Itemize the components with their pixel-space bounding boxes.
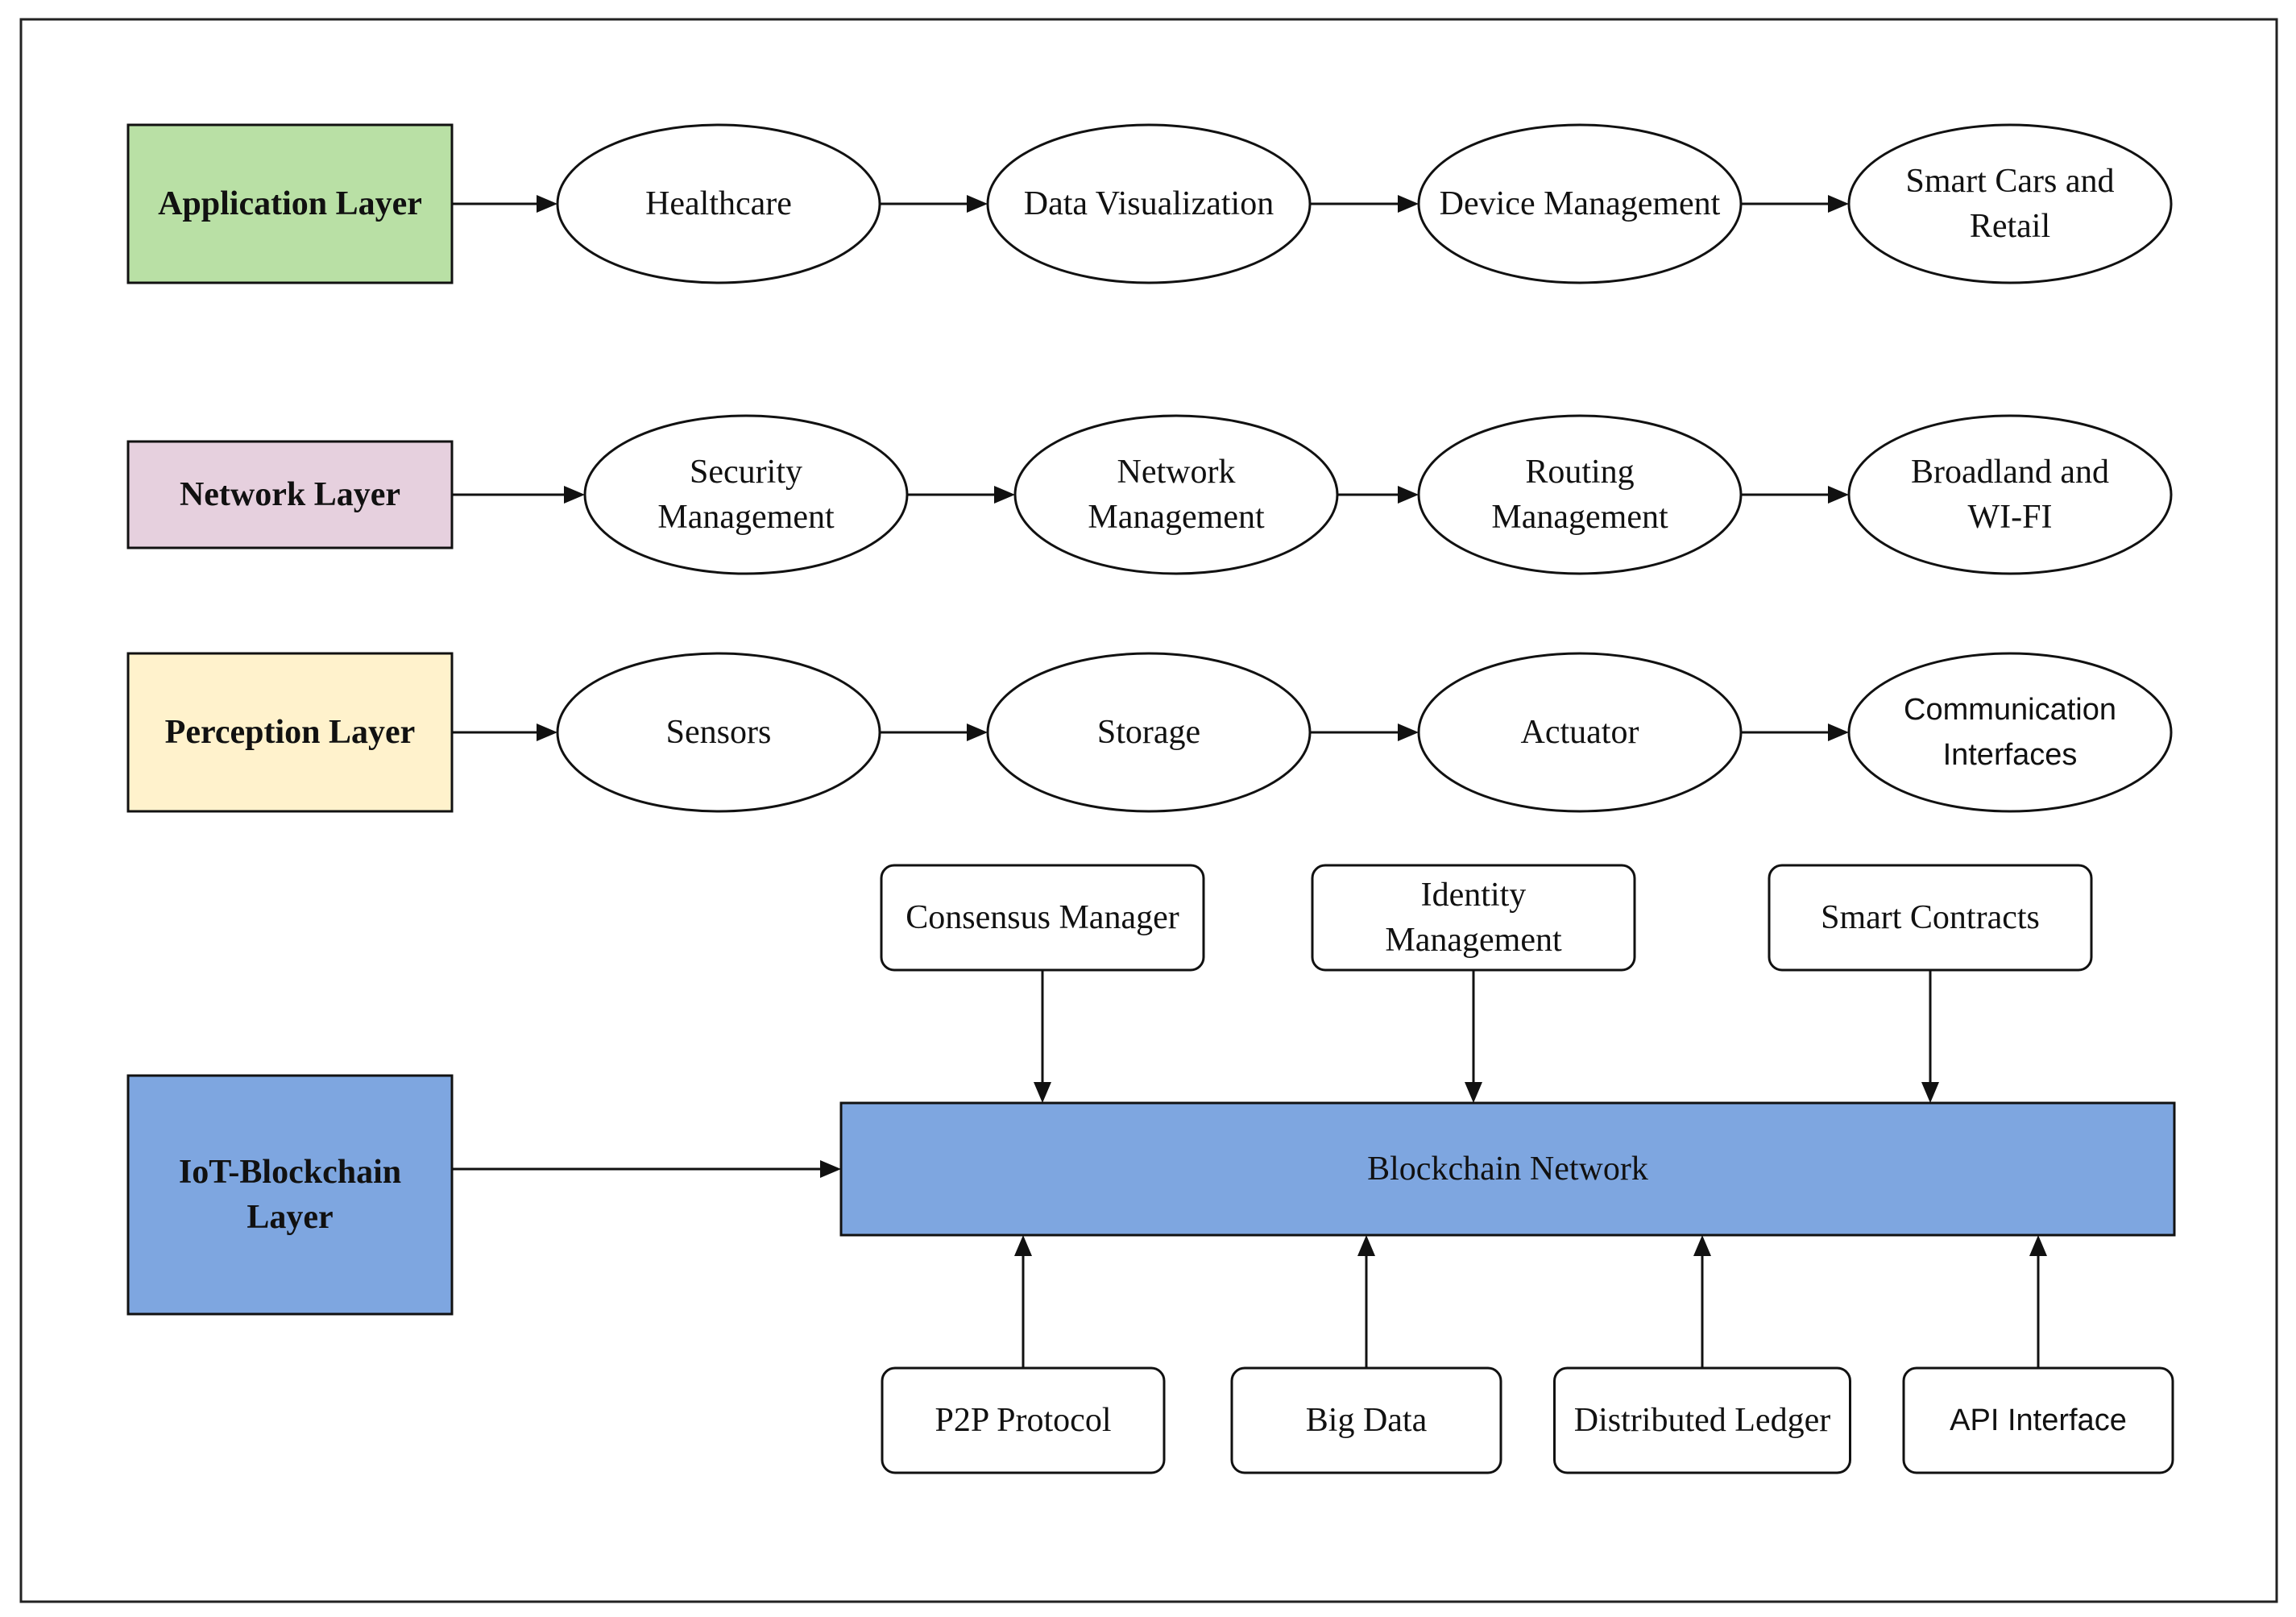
application-layer-arrow xyxy=(452,195,557,213)
bottom-node-big-data-label: Big Data xyxy=(1306,1402,1428,1439)
application-node-healthcare xyxy=(556,123,881,284)
top-node-consensus-manager-label: Consensus Manager xyxy=(906,899,1179,936)
application-flow-arrow-1 xyxy=(880,195,988,213)
network-node-broadland-and-wi-fi xyxy=(1847,414,2173,575)
application-node-data-visualization xyxy=(986,123,1312,284)
perception-node-actuator-label: Actuator xyxy=(1521,714,1639,751)
network-flow-arrow-1 xyxy=(907,486,1015,504)
network-layer-box xyxy=(126,440,454,549)
perception-node-storage xyxy=(986,652,1312,813)
top-node-identity-management-arrow xyxy=(1465,970,1482,1103)
perception-layer-box xyxy=(126,652,454,813)
bottom-node-api-interface-label: API Interface xyxy=(1950,1403,2127,1437)
bottom-node-api-interface xyxy=(1902,1366,2174,1474)
top-node-identity-management xyxy=(1311,864,1636,972)
application-flow-arrow-2 xyxy=(1310,195,1419,213)
application-node-device-management-label: Device Management xyxy=(1440,185,1721,222)
bottom-node-distributed-ledger-arrow xyxy=(1693,1235,1711,1368)
network-layer-arrow xyxy=(452,486,585,504)
application-node-device-management xyxy=(1417,123,1743,284)
perception-node-communication-interfaces-label: Communication xyxy=(1904,693,2116,727)
perception-node-communication-interfaces-label: Interfaces xyxy=(1943,738,2078,772)
bottom-node-p2p-protocol-arrow xyxy=(1014,1235,1032,1368)
application-node-smart-cars-and-retail-label: Retail xyxy=(1970,208,2050,245)
top-node-identity-management-label: Management xyxy=(1385,922,1562,959)
top-node-identity-management-label: Identity xyxy=(1421,877,1527,914)
application-layer-label: Application Layer xyxy=(158,185,422,222)
network-layer-label: Network Layer xyxy=(180,476,400,513)
perception-node-communication-interfaces xyxy=(1847,652,2173,813)
bottom-node-distributed-ledger xyxy=(1553,1366,1851,1474)
bottom-node-p2p-protocol xyxy=(881,1366,1166,1474)
top-node-consensus-manager-arrow xyxy=(1034,970,1051,1103)
application-flow-arrow-3 xyxy=(1741,195,1849,213)
perception-node-storage-label: Storage xyxy=(1097,714,1200,751)
network-flow-arrow-2 xyxy=(1337,486,1419,504)
network-flow-arrow-3 xyxy=(1741,486,1849,504)
nodes-group: Application Layer Healthcare Data Visualiz… xyxy=(126,123,2176,1474)
perception-node-actuator xyxy=(1417,652,1743,813)
application-node-smart-cars-and-retail-label: Smart Cars and xyxy=(1906,163,2115,200)
bottom-node-distributed-ledger-label: Distributed Ledger xyxy=(1574,1402,1830,1439)
application-node-data-visualization-label: Data Visualization xyxy=(1024,185,1274,222)
top-node-consensus-manager xyxy=(880,864,1205,972)
network-node-security-management-label: Security xyxy=(690,454,802,491)
network-node-network-management xyxy=(1013,414,1339,575)
top-node-smart-contracts-label: Smart Contracts xyxy=(1821,899,2040,936)
network-node-network-management-label: Network xyxy=(1117,454,1236,491)
blockchain-network-hub xyxy=(839,1101,2176,1237)
perception-flow-arrow-1 xyxy=(880,724,988,741)
network-node-routing-management-label: Management xyxy=(1491,499,1668,536)
bottom-node-big-data-arrow xyxy=(1357,1235,1375,1368)
network-node-broadland-and-wi-fi-label: WI-FI xyxy=(1968,499,2053,536)
bottom-node-big-data xyxy=(1230,1366,1502,1474)
perception-flow-arrow-3 xyxy=(1741,724,1849,741)
perception-node-sensors-label: Sensors xyxy=(666,714,772,751)
edges-group xyxy=(452,195,2047,1368)
network-node-broadland-and-wi-fi-label: Broadland and xyxy=(1911,454,2109,491)
top-node-smart-contracts xyxy=(1768,864,2093,972)
bottom-node-api-interface-arrow xyxy=(2029,1235,2047,1368)
perception-flow-arrow-2 xyxy=(1310,724,1419,741)
blockchain-layer-label: IoT-Blockchain xyxy=(179,1154,401,1191)
application-layer-box xyxy=(126,123,454,284)
blockchain-layer-arrow xyxy=(452,1160,841,1178)
network-node-routing-management-label: Routing xyxy=(1525,454,1634,491)
blockchain-layer-label: Layer xyxy=(247,1199,333,1236)
perception-node-sensors xyxy=(556,652,881,813)
network-node-network-management-label: Management xyxy=(1088,499,1265,536)
application-node-smart-cars-and-retail xyxy=(1847,123,2173,284)
bottom-node-p2p-protocol-label: P2P Protocol xyxy=(935,1402,1112,1439)
perception-layer-arrow xyxy=(452,724,557,741)
network-node-routing-management xyxy=(1417,414,1743,575)
network-node-security-management-label: Management xyxy=(657,499,835,536)
blockchain-layer-box xyxy=(126,1074,454,1316)
top-node-smart-contracts-arrow xyxy=(1921,970,1939,1103)
perception-layer-label: Perception Layer xyxy=(165,714,416,751)
application-node-healthcare-label: Healthcare xyxy=(645,185,792,222)
blockchain-network-hub-label: Blockchain Network xyxy=(1367,1151,1648,1188)
network-node-security-management xyxy=(583,414,909,575)
